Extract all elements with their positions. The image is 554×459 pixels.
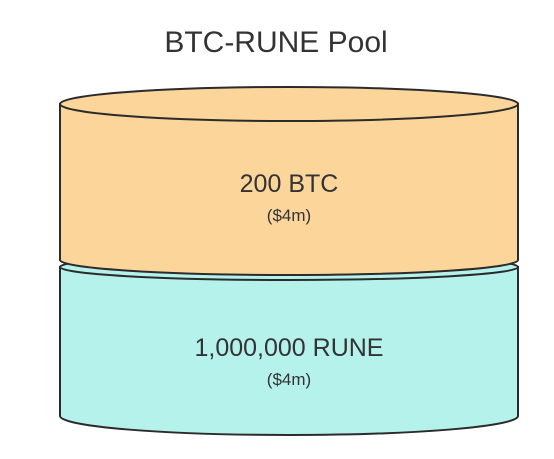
rune-amount-label: 1,000,000 RUNE <box>194 334 383 362</box>
rune-value-label: ($4m) <box>267 370 311 389</box>
btc-layer-top-edge <box>59 86 519 122</box>
btc-layer-body <box>59 103 519 276</box>
btc-layer <box>59 86 519 276</box>
btc-amount-label: 200 BTC <box>240 170 339 198</box>
btc-value-label: ($4m) <box>267 206 311 225</box>
rune-layer-body <box>59 266 519 436</box>
diagram-title: BTC-RUNE Pool <box>164 26 387 59</box>
